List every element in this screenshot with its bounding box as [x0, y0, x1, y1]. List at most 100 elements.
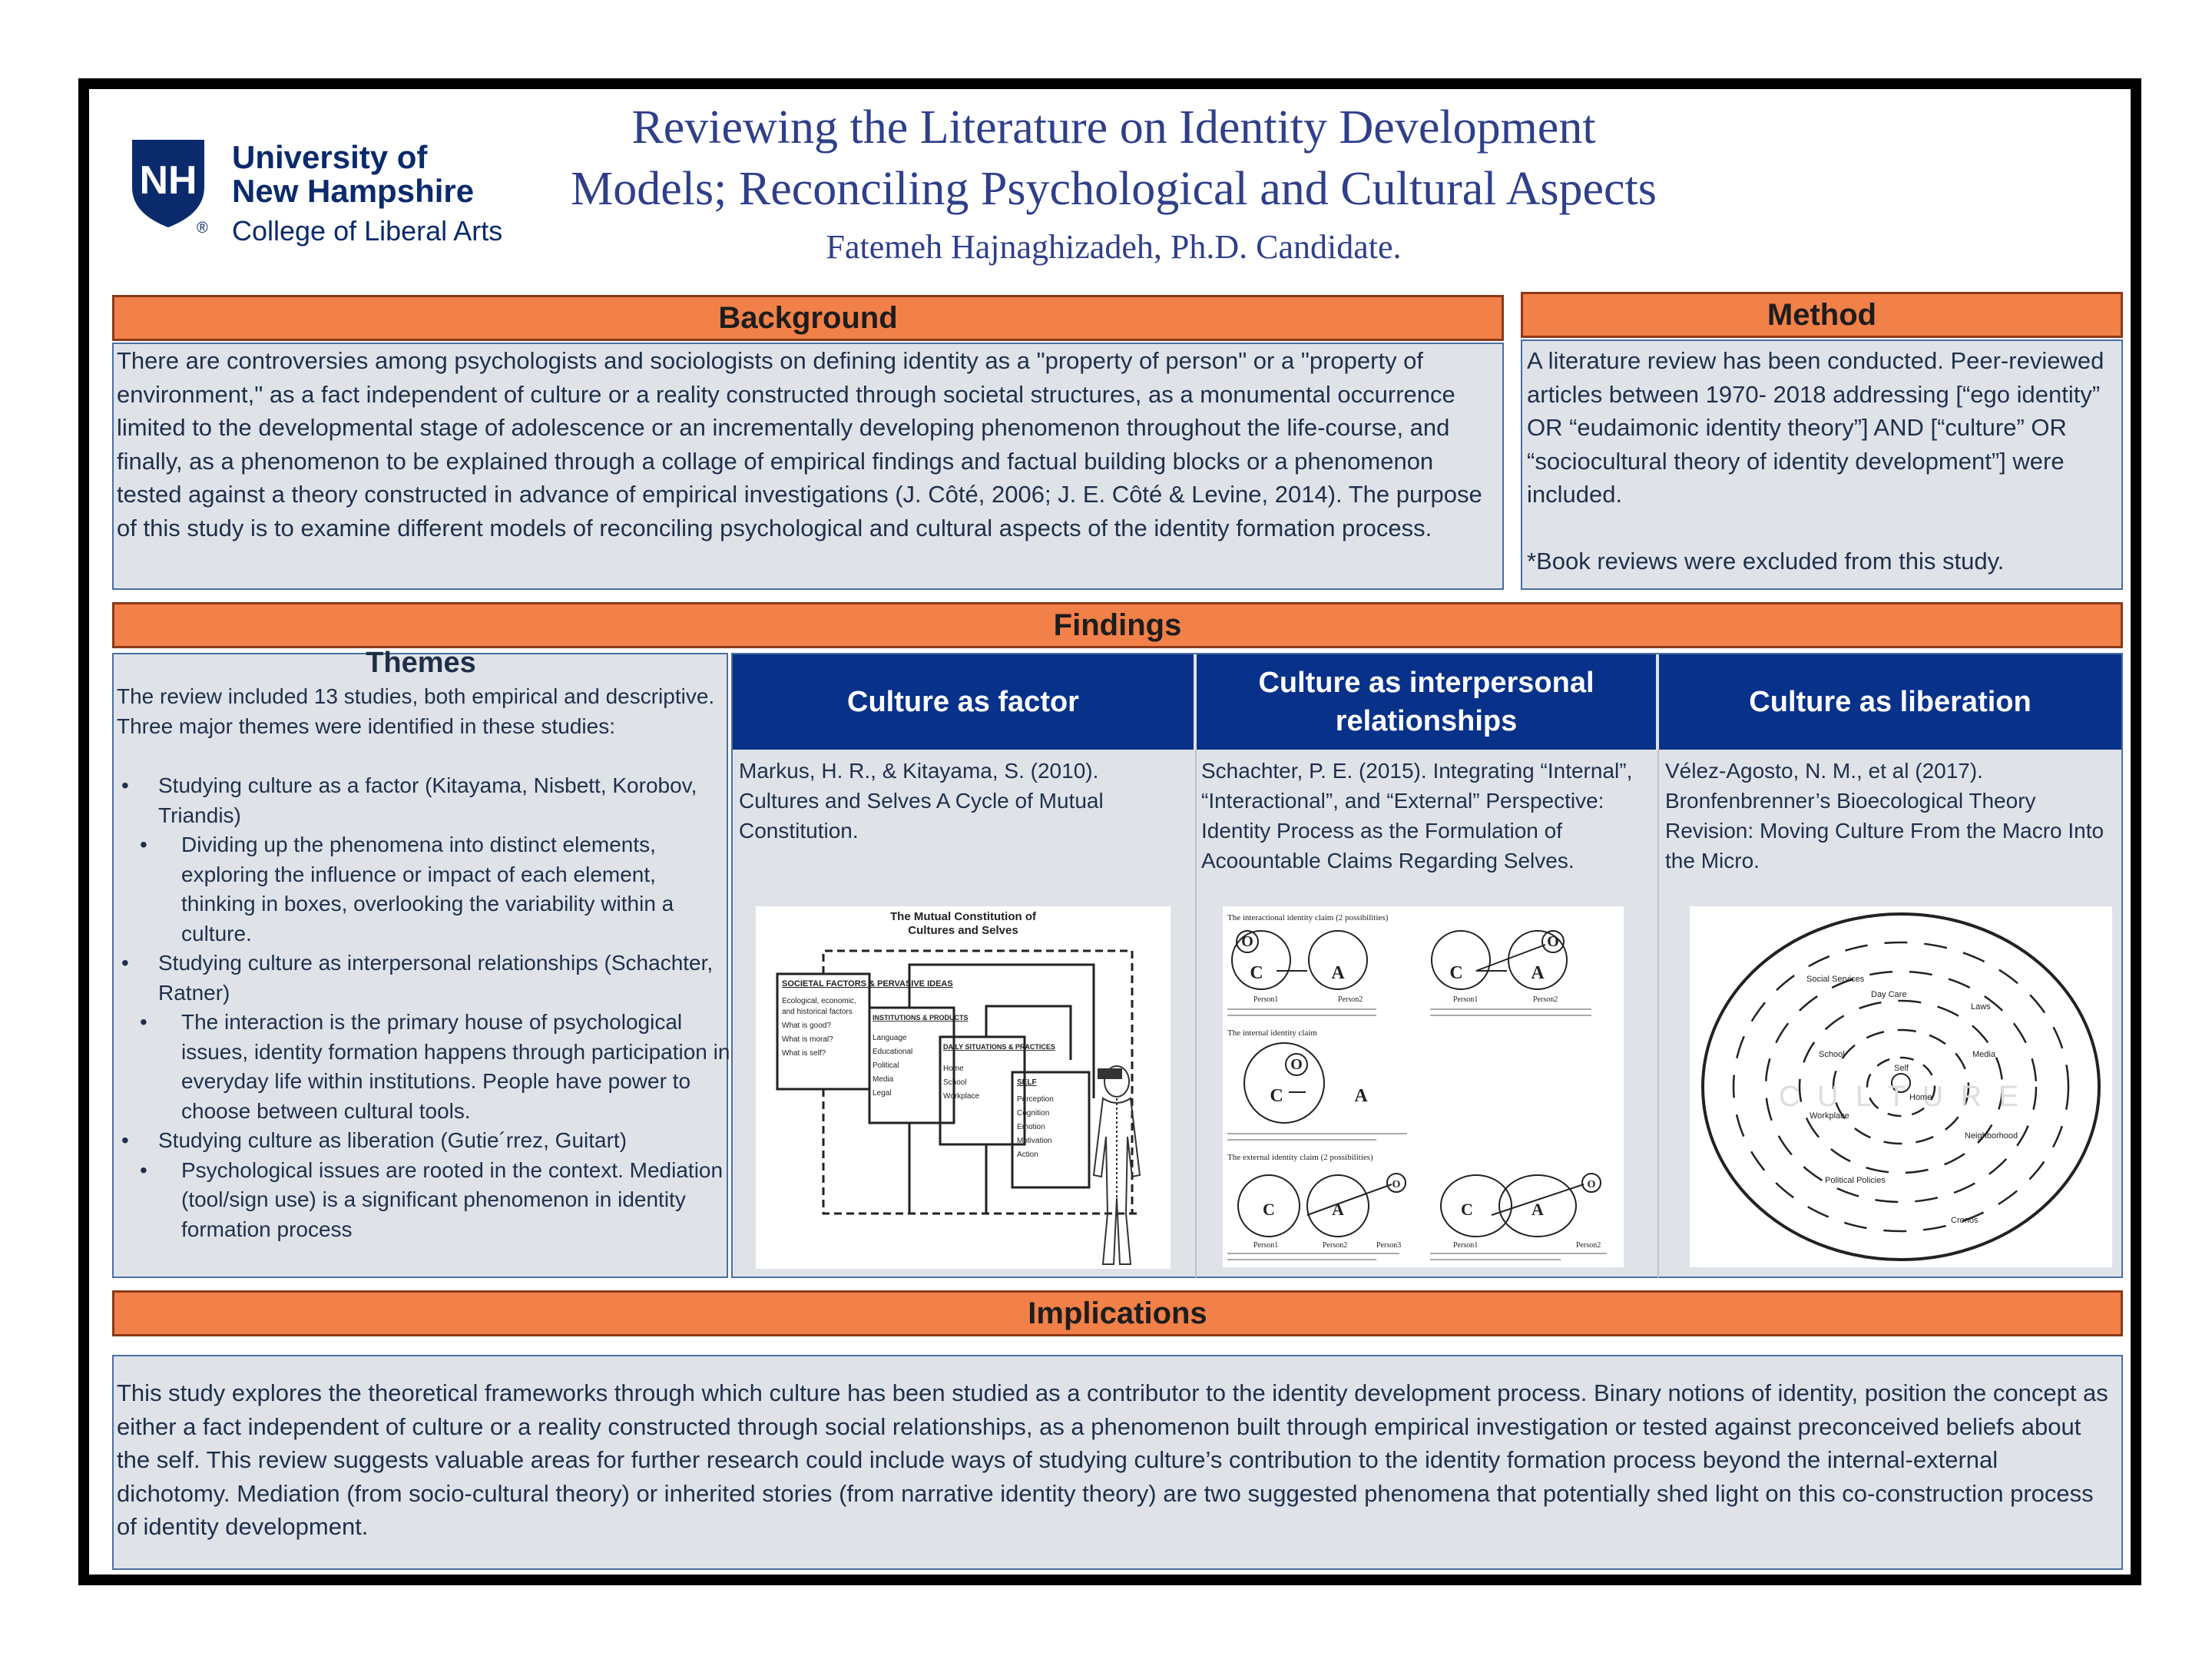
figure1-box1-item: What is self?: [782, 1049, 826, 1058]
unh-logo: NH ® University of New Hampshire College…: [132, 140, 531, 255]
figure1-box4-item: Action: [1017, 1151, 1038, 1159]
figure2-letter-o: O: [1588, 1179, 1596, 1190]
figure1-title-line2: Cultures and Selves: [908, 924, 1018, 937]
figure2-label-interactional: The interactional identity claim (2 poss…: [1227, 913, 1389, 922]
figure2-letter-c: C: [1270, 1086, 1283, 1106]
figure3-label-school: School: [1819, 1050, 1845, 1059]
figure1-box-societal: [776, 972, 871, 1091]
figure1-box1-item: What is moral?: [782, 1035, 833, 1044]
figure3-label-day-care: Day Care: [1871, 990, 1906, 999]
figure1-box1-item: Ecological, economic,: [782, 997, 856, 1005]
figure-mutual-constitution: The Mutual Constitution of Cultures and …: [756, 906, 1171, 1269]
figure1-box2-item: Language: [873, 1034, 907, 1042]
figure1-box-institutions: [868, 1006, 955, 1124]
figure1-box4-item: Motivation: [1017, 1137, 1052, 1145]
theme-subitem: The interaction is the primary house of …: [117, 1008, 731, 1126]
figure3-label-workplace: Workplace: [1810, 1111, 1849, 1121]
figure1-box3-item: Workplace: [943, 1092, 979, 1101]
figure3-label-home: Home: [1909, 1093, 1932, 1102]
figure1-box4-item: Emotion: [1017, 1123, 1045, 1131]
human-figure-icon: [1092, 1065, 1141, 1265]
figure3-label-neighborhood: Neighborhood: [1965, 1131, 2018, 1141]
figure1-box4-title: SELF: [1017, 1078, 1037, 1087]
figure3-label-media: Media: [1972, 1050, 1996, 1059]
implications-heading: Implications: [112, 1290, 2123, 1336]
figure2-letter-c: C: [1263, 1200, 1275, 1219]
method-note: *Book reviews were excluded from this st…: [1527, 547, 2005, 575]
figure3-label-laws: Laws: [1971, 1002, 1991, 1012]
column-divider: [1195, 750, 1197, 1278]
figure1-box3-item: Home: [943, 1065, 964, 1073]
figure2-letter-a: A: [1531, 963, 1545, 983]
method-panel: [1521, 339, 2123, 590]
title-line-2: Models; Reconciling Psychological and Cu…: [571, 163, 1657, 215]
figure-identity-claims: The interactional identity claim (2 poss…: [1223, 906, 1624, 1267]
figure2-letter-c: C: [1461, 1200, 1473, 1219]
figure1-box2-item: Legal: [873, 1089, 891, 1098]
column-divider: [1657, 750, 1659, 1278]
figure1-box1-title: SOCIETAL FACTORS & PERVASIVE IDEAS: [782, 979, 953, 988]
figure1-box2-title: INSTITUTIONS & PRODUCTS: [873, 1014, 969, 1022]
figure2-person2: Person2: [1338, 995, 1363, 1004]
background-panel: [112, 343, 1504, 590]
figure1-box3-item: School: [943, 1078, 967, 1087]
figure2-label-internal: The internal identity claim: [1227, 1028, 1317, 1038]
figure1-box4-item: Cognition: [1017, 1109, 1049, 1118]
registered-mark: ®: [197, 220, 208, 237]
column-heading-interpersonal: Culture as interpersonal relationships: [1197, 654, 1656, 750]
figure2-letter-c: C: [1449, 963, 1462, 983]
figure1-box2-item: Media: [873, 1075, 894, 1084]
figure1-box1-item: and historical factors: [782, 1008, 853, 1016]
svg-text:NH: NH: [139, 158, 197, 203]
figure2-letter-a: A: [1354, 1086, 1368, 1106]
figure1-box4-item: Perception: [1017, 1095, 1054, 1104]
figure1-box-daily: [939, 1035, 1026, 1146]
figure2-letter-o: O: [1547, 933, 1559, 950]
citation-velez-agosto: Vélez-Agosto, N. M., et al (2017). Bronf…: [1665, 759, 2104, 873]
figure1-box1-item: What is good?: [782, 1022, 831, 1030]
poster-title: Reviewing the Literature on Identity Dev…: [538, 97, 1690, 220]
figure2-person1: Person1: [1253, 1241, 1278, 1250]
figure2-person2: Person2: [1323, 1241, 1347, 1250]
figure3-label-political-policies: Political Policies: [1825, 1176, 1886, 1185]
title-line-1: Reviewing the Literature on Identity Dev…: [631, 101, 1596, 154]
theme-item: Studying culture as a factor (Kitayama, …: [117, 771, 731, 830]
figure1-box2-item: Educational: [873, 1048, 912, 1056]
figure1-box2-item: Political: [873, 1061, 899, 1070]
theme-subitem: Dividing up the phenomena into distinct …: [117, 830, 731, 949]
logo-college: College of Liberal Arts: [232, 215, 503, 247]
figure2-person1: Person1: [1253, 995, 1278, 1004]
background-text: There are controversies among psychologi…: [117, 347, 1482, 541]
figure2-person1: Person1: [1453, 995, 1478, 1004]
figure2-letter-o: O: [1392, 1179, 1401, 1190]
theme-subitem: Psychological issues are rooted in the c…: [117, 1156, 731, 1245]
findings-heading: Findings: [112, 602, 2123, 648]
logo-university-of: University of: [232, 139, 428, 175]
logo-new-hampshire: New Hampshire: [232, 173, 475, 209]
implications-panel: [112, 1355, 2123, 1570]
figure2-letter-a: A: [1532, 1200, 1544, 1219]
figure1-title-line1: The Mutual Constitution of: [890, 910, 1037, 923]
themes-intro: The review included 13 studies, both emp…: [117, 684, 715, 738]
figure3-label-self: Self: [1894, 1064, 1909, 1073]
poster-author: Fatemeh Hajnaghizadeh, Ph.D. Candidate.: [826, 228, 1402, 266]
figure2-letter-c: C: [1250, 963, 1263, 983]
figure3-culture-word: C U L T U R E: [1779, 1081, 2023, 1113]
figure2-person2: Person2: [1576, 1241, 1601, 1250]
citation-markus: Markus, H. R., & Kitayama, S. (2010). Cu…: [739, 759, 1104, 843]
unh-shield-icon: NH: [132, 140, 204, 227]
figure1-box-self: [1011, 1071, 1091, 1189]
figure2-label-external: The external identity claim (2 possibili…: [1227, 1153, 1373, 1162]
figure2-letter-a: A: [1331, 963, 1345, 983]
figure-bioecological: C U L T U R E Social Services Day Care L…: [1690, 906, 2112, 1267]
figure3-label-social-services: Social Services: [1806, 975, 1865, 984]
figure2-letter-o: O: [1290, 1056, 1303, 1073]
themes-list: Studying culture as a factor (Kitayama, …: [117, 771, 731, 1244]
figure2-person3: Person3: [1376, 1241, 1401, 1250]
column-heading-liberation: Culture as liberation: [1659, 654, 2121, 750]
theme-item: Studying culture as liberation (Gutie´rr…: [117, 1126, 731, 1156]
method-text-block: A literature review has been conducted. …: [1527, 344, 2126, 578]
figure1-box3-title: DAILY SITUATIONS & PRACTICES: [943, 1043, 1055, 1051]
method-heading: Method: [1521, 292, 2123, 338]
figure3-label-cronos: Cronos: [1951, 1216, 1979, 1225]
